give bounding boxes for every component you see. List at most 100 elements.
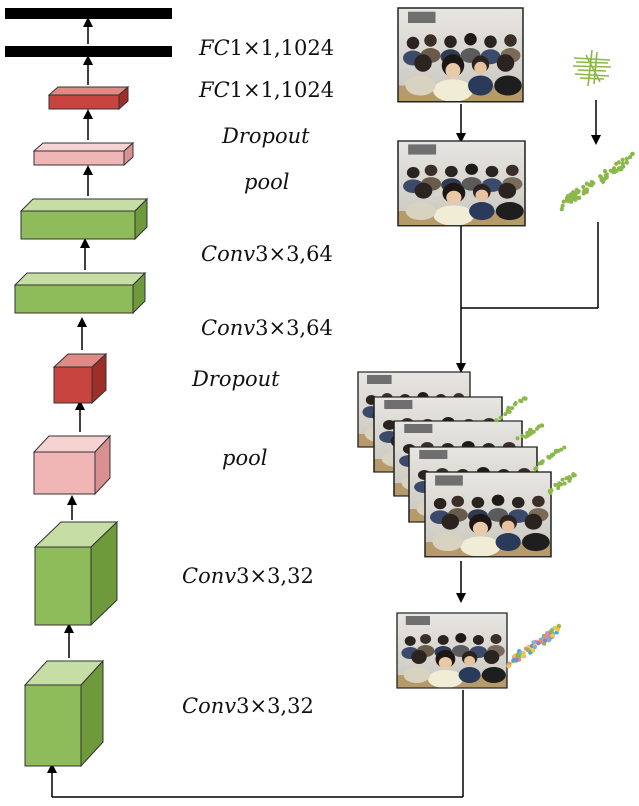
conv-block-32-bottom: [23, 659, 105, 768]
label-dropout-top: Dropout: [222, 124, 310, 148]
colored-point-cloud-icon: [506, 623, 562, 669]
label-conv-32-b: Conv3×3,32: [182, 694, 314, 718]
point-dot: [522, 396, 527, 401]
point-dot: [534, 466, 539, 471]
point-dot: [628, 155, 633, 160]
fc-layer-bottom: [5, 46, 172, 57]
point-dot: [624, 156, 629, 161]
label-fc-top: FC1×1,1024: [199, 36, 335, 60]
pool-block-top: [32, 141, 135, 167]
point-dot: [494, 418, 499, 423]
photo-input-top: [397, 7, 524, 103]
point-dot: [572, 473, 577, 478]
point-dot: [549, 629, 554, 634]
label-conv-32-a: Conv3×3,32: [182, 564, 314, 588]
point-dot: [525, 430, 530, 435]
point-dot: [560, 477, 565, 482]
point-cloud-icon: [559, 151, 635, 212]
point-dot: [619, 165, 624, 170]
point-dot: [560, 203, 565, 208]
point-dot: [532, 645, 538, 650]
point-dot: [561, 199, 566, 204]
photo-output: [396, 612, 508, 689]
point-dot: [547, 637, 552, 642]
point-dot: [506, 405, 511, 410]
point-dot: [559, 207, 564, 212]
point-dot: [581, 184, 586, 190]
point-dot: [577, 195, 582, 200]
point-dot: [542, 641, 547, 646]
fc-layer-top: [5, 8, 172, 19]
point-dot: [572, 193, 578, 198]
point-dot: [512, 402, 517, 407]
dropout-block-bottom: [52, 352, 108, 405]
point-dot: [553, 449, 558, 454]
pool-block-bottom: [32, 434, 112, 496]
conv-block-32-top: [33, 520, 119, 627]
point-dot: [520, 654, 525, 659]
point-dot: [602, 169, 608, 174]
conv-block-64-bottom: [13, 271, 147, 315]
point-dot: [528, 427, 533, 432]
point-dot: [556, 624, 562, 629]
point-dot: [604, 172, 609, 177]
point-dot: [521, 651, 526, 656]
point-dot: [526, 648, 531, 653]
point-dot: [514, 657, 519, 662]
point-dot: [515, 436, 520, 441]
point-dot: [531, 640, 536, 645]
dropout-block-top: [47, 85, 130, 111]
point-dot: [614, 168, 619, 173]
label-conv-64-a: Conv3×3,64: [201, 242, 333, 266]
point-dot: [550, 633, 555, 638]
point-dot: [553, 482, 558, 487]
stack-frame-5: [424, 471, 552, 558]
point-dot: [584, 187, 590, 192]
point-dot: [567, 198, 572, 203]
point-dot: [498, 415, 503, 420]
point-dot: [547, 489, 552, 493]
point-dot: [536, 641, 541, 646]
point-dot: [546, 454, 551, 459]
point-dot: [520, 434, 525, 438]
waveform-icon: [572, 49, 612, 87]
label-fc-bottom: FC1×1,1024: [199, 78, 335, 102]
point-dot: [551, 452, 556, 457]
point-dot: [537, 424, 541, 429]
photo-cropped: [397, 140, 526, 227]
point-dot: [630, 151, 635, 156]
point-dot: [544, 634, 549, 640]
point-dot: [511, 658, 516, 663]
point-dot: [518, 398, 523, 403]
label-pool-top: pool: [244, 170, 290, 194]
point-dot: [562, 445, 567, 450]
stack-point-clouds: [494, 396, 577, 495]
point-dot: [562, 481, 567, 486]
point-dot: [589, 179, 594, 185]
point-dot: [598, 174, 603, 179]
point-dot: [559, 447, 564, 452]
conv-block-64-top: [19, 197, 149, 241]
point-dot: [552, 625, 557, 631]
point-dot: [614, 161, 619, 166]
point-dot: [620, 157, 625, 162]
point-dot: [503, 412, 508, 417]
point-dot: [568, 476, 573, 481]
point-dot: [584, 181, 589, 186]
point-dot: [545, 631, 550, 636]
point-dot: [555, 627, 561, 632]
point-dot: [624, 160, 630, 165]
point-dot: [531, 429, 536, 434]
label-conv-64-b: Conv3×3,64: [201, 316, 333, 340]
point-dot: [573, 197, 578, 202]
point-dot: [571, 190, 576, 195]
point-dot: [531, 648, 536, 653]
point-dot: [529, 431, 533, 436]
label-pool-bottom: pool: [222, 446, 268, 470]
point-dot: [506, 664, 511, 669]
point-dot: [539, 460, 544, 465]
point-dot: [559, 482, 564, 487]
label-dropout-bottom: Dropout: [192, 367, 280, 391]
point-dot: [612, 166, 617, 171]
